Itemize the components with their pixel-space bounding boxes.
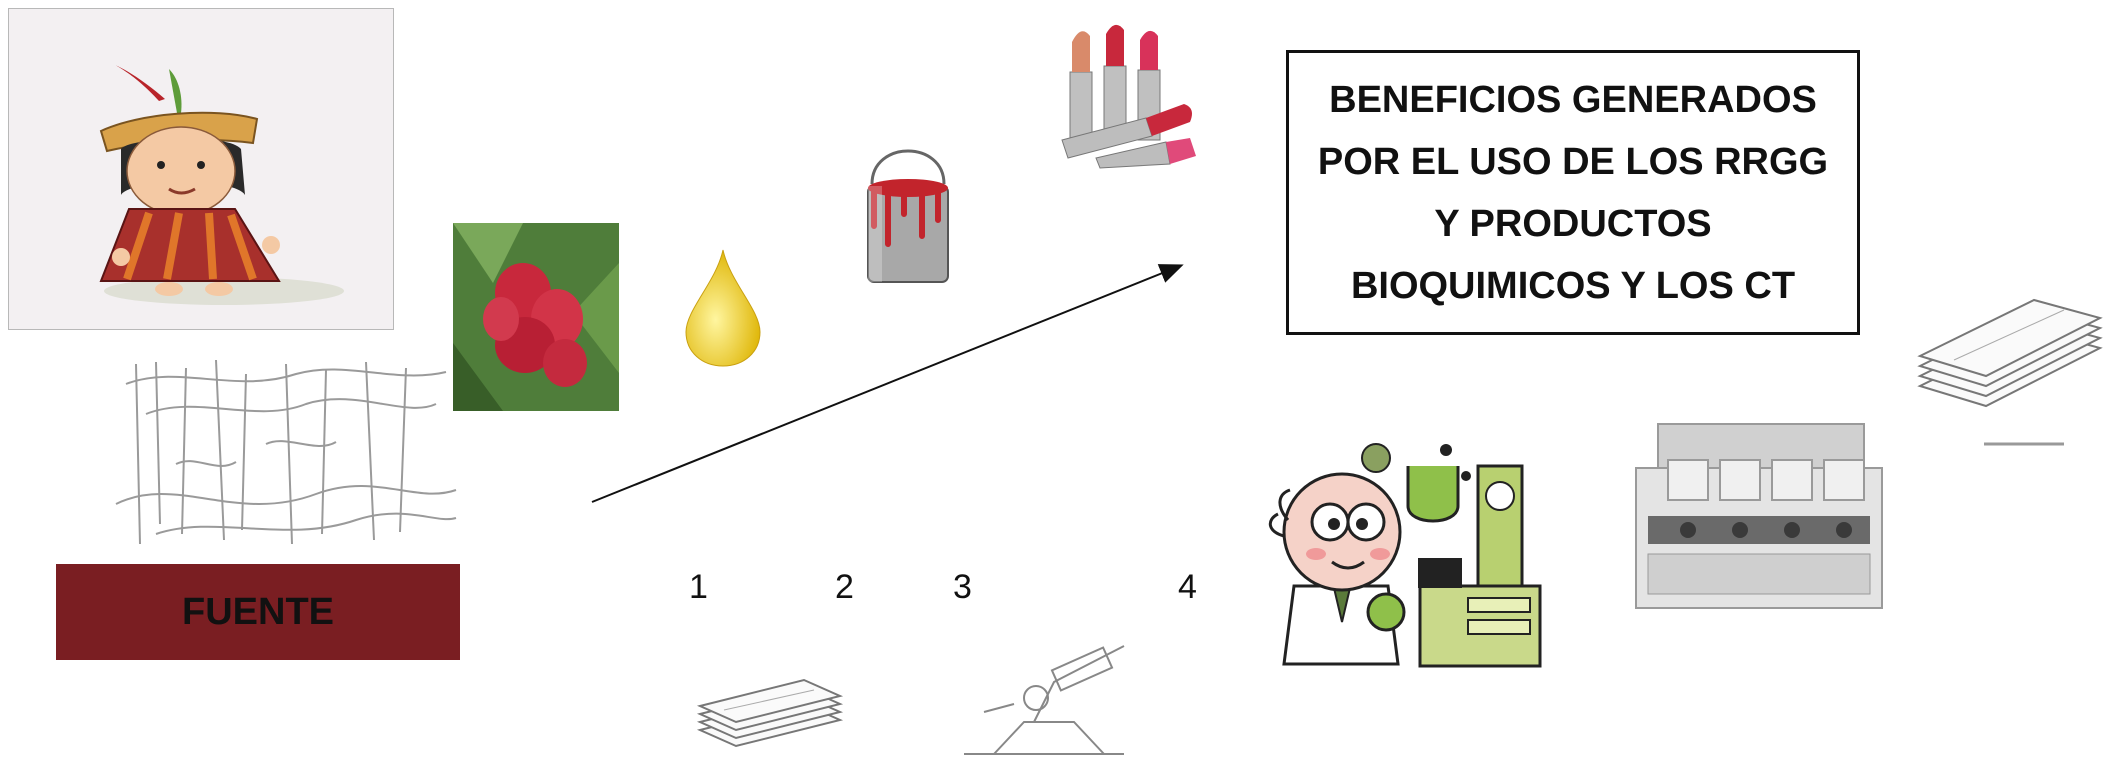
money-stack-icon [696,678,844,748]
indigenous-person-icon [99,65,344,305]
lipsticks-icon [1061,24,1196,169]
step-number-1: 1 [689,568,708,606]
achiote-fruit-icon [453,223,619,411]
source-label: FUENTE [182,590,334,633]
industrial-machine-icon [1635,423,1883,609]
oil-drop-icon [685,249,761,367]
forest-sketch-icon [115,359,457,545]
benefits-box: BENEFICIOS GENERADOS POR EL USO DE LOS R… [1286,50,1860,335]
money-stack-icon [1917,298,2103,446]
step-number-2: 2 [835,568,854,606]
paint-can-icon [867,149,949,283]
source-box: FUENTE [56,564,460,660]
scientist-icon [1268,443,1542,668]
indigenous-person-card [8,8,394,330]
benefits-text: BENEFICIOS GENERADOS POR EL USO DE LOS R… [1317,78,1829,307]
microscope-icon [964,645,1125,755]
step-number-3: 3 [953,568,972,606]
step-number-4: 4 [1178,568,1197,606]
